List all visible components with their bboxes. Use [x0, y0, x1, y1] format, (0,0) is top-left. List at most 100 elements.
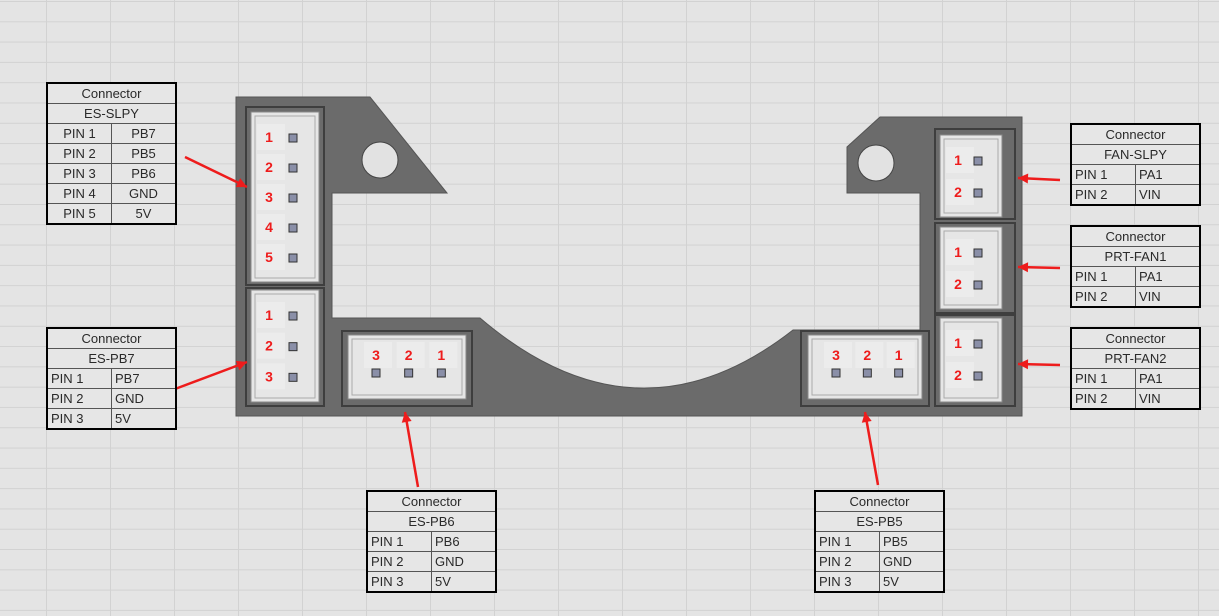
pin-signal[interactable]: VIN — [1135, 388, 1201, 410]
pin-number-label: 3 — [265, 189, 273, 205]
pin-label[interactable]: PIN 1 — [1070, 164, 1136, 185]
pointer-arrow — [1017, 173, 1061, 184]
pin-signal[interactable]: VIN — [1135, 184, 1201, 206]
mounting-hole — [361, 141, 399, 179]
pin-signal[interactable]: PA1 — [1135, 368, 1201, 389]
pin-signal[interactable]: PA1 — [1135, 164, 1201, 185]
pin-label[interactable]: PIN 3 — [46, 163, 112, 184]
pin-signal[interactable]: PB6 — [431, 531, 497, 552]
pin-signal[interactable]: GND — [111, 388, 177, 409]
table-header[interactable]: Connector — [814, 490, 945, 512]
pin-label[interactable]: PIN 2 — [1070, 184, 1136, 206]
table-header[interactable]: Connector — [1070, 225, 1201, 247]
pin-pad — [288, 133, 298, 143]
pin-label[interactable]: PIN 1 — [1070, 368, 1136, 389]
pin-signal[interactable]: PB7 — [111, 123, 177, 144]
pin-pad — [288, 223, 298, 233]
pin-number-label: 5 — [265, 249, 273, 265]
pin-label[interactable]: PIN 4 — [46, 183, 112, 204]
pin-signal[interactable]: PB7 — [111, 368, 177, 389]
pointer-arrow — [184, 155, 248, 189]
pin-signal[interactable]: PB5 — [879, 531, 945, 552]
pin-label[interactable]: PIN 2 — [46, 388, 112, 409]
pin-number-label: 1 — [265, 129, 273, 145]
connector-name[interactable]: ES-PB6 — [366, 511, 497, 532]
pin-pad — [404, 368, 414, 378]
pin-number-label: 1 — [954, 335, 962, 351]
pin-label[interactable]: PIN 2 — [46, 143, 112, 164]
connector-name[interactable]: PRT-FAN1 — [1070, 246, 1201, 267]
pin-number-label: 3 — [832, 347, 840, 363]
connector-name[interactable]: ES-PB5 — [814, 511, 945, 532]
pin-label[interactable]: PIN 1 — [366, 531, 432, 552]
pin-number-label: 3 — [372, 347, 380, 363]
pin-signal[interactable]: 5V — [431, 571, 497, 593]
pin-number-label: 2 — [265, 159, 273, 175]
table-header[interactable]: Connector — [1070, 123, 1201, 145]
pin-pad — [973, 248, 983, 258]
pin-signal[interactable]: 5V — [879, 571, 945, 593]
connector-es-pb7: 123 — [250, 289, 320, 403]
pointer-arrow — [174, 360, 248, 391]
pin-label[interactable]: PIN 2 — [366, 551, 432, 572]
pointer-arrow — [1017, 359, 1061, 370]
table-header[interactable]: Connector — [46, 327, 177, 349]
pin-signal[interactable]: 5V — [111, 408, 177, 430]
pin-signal[interactable]: PB6 — [111, 163, 177, 184]
pin-number-label: 4 — [265, 219, 273, 235]
pin-label[interactable]: PIN 1 — [814, 531, 880, 552]
table-header[interactable]: Connector — [366, 490, 497, 512]
connector-es-slpy: 1 2 3 4 5 — [250, 111, 320, 283]
pin-label[interactable]: PIN 3 — [366, 571, 432, 593]
pin-label[interactable]: PIN 3 — [814, 571, 880, 593]
pin-signal[interactable]: GND — [431, 551, 497, 572]
pin-signal[interactable]: PA1 — [1135, 266, 1201, 287]
pin-label[interactable]: PIN 3 — [46, 408, 112, 430]
pin-signal[interactable]: GND — [879, 551, 945, 572]
pin-number-label: 1 — [954, 152, 962, 168]
connector-name[interactable]: ES-SLPY — [46, 103, 177, 124]
connector-prt-fan1: 12 — [939, 226, 1003, 310]
pin-label[interactable]: PIN 1 — [1070, 266, 1136, 287]
pin-label[interactable]: PIN 2 — [1070, 388, 1136, 410]
table-header[interactable]: Connector — [1070, 327, 1201, 349]
connector-name[interactable]: PRT-FAN2 — [1070, 348, 1201, 369]
mounting-hole — [857, 144, 895, 182]
pin-signal[interactable]: VIN — [1135, 286, 1201, 308]
pin-signal[interactable]: 5V — [111, 203, 177, 225]
pin-signal[interactable]: PB5 — [111, 143, 177, 164]
pin-label[interactable]: PIN 2 — [814, 551, 880, 572]
pin-label[interactable]: PIN 1 — [46, 368, 112, 389]
pin-signal[interactable]: GND — [111, 183, 177, 204]
connector-name[interactable]: ES-PB7 — [46, 348, 177, 369]
pin-label[interactable]: PIN 5 — [46, 203, 112, 225]
pin-pad — [436, 368, 446, 378]
table-header[interactable]: Connector — [46, 82, 177, 104]
connector-name[interactable]: FAN-SLPY — [1070, 144, 1201, 165]
pin-pad — [288, 163, 298, 173]
pin-pad — [288, 253, 298, 263]
pin-label[interactable]: PIN 2 — [1070, 286, 1136, 308]
pin-pad — [894, 368, 904, 378]
pin-label[interactable]: PIN 1 — [46, 123, 112, 144]
